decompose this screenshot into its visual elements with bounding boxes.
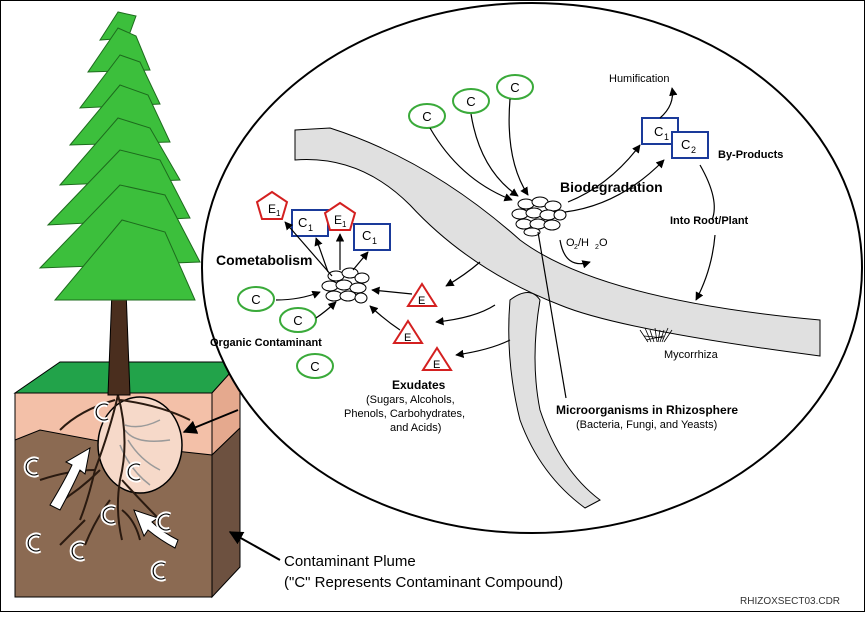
contaminant-oval: C: [452, 88, 490, 114]
contaminant-oval: C: [296, 353, 334, 379]
soil-block: [13, 360, 242, 599]
organic-contaminant-label: Organic Contaminant: [210, 337, 322, 349]
compound-symbol: C: [654, 124, 663, 139]
microbe-cluster-biodegradation: [511, 196, 567, 237]
h2o-subscript: 2: [595, 244, 599, 251]
enzyme-symbol: E: [334, 213, 342, 227]
tree: [38, 11, 201, 396]
contaminant-symbol: C: [251, 292, 260, 307]
h2o-symbol: /H: [578, 237, 589, 249]
exudate-enzyme-triangle: E: [406, 282, 438, 307]
compound-box-c2-biodeg: C 2: [671, 131, 709, 159]
o2-subscript: 2: [574, 244, 578, 251]
microorganisms-title: Microorganisms in Rhizosphere: [556, 403, 738, 417]
microbe-cluster-cometabolism: [321, 267, 370, 304]
tree-roots: [39, 394, 191, 546]
mycorrhiza-label: Mycorrhiza: [664, 349, 719, 361]
enzyme-pentagon: E 1: [255, 190, 289, 220]
contaminant-oval: C: [408, 103, 446, 129]
enzyme-subscript: 1: [276, 209, 281, 218]
uptake-arrow-left: [49, 447, 91, 511]
exudates-line2: Phenols, Carbohydrates,: [344, 408, 465, 420]
enzyme-symbol: E: [404, 332, 411, 344]
mycorrhiza-hairs: [639, 327, 673, 343]
enzyme-subscript: 1: [342, 220, 347, 229]
soil-contaminant-outlines: [25, 403, 171, 580]
biodegradation-label: Biodegradation: [560, 179, 663, 195]
cometabolism-label: Cometabolism: [216, 252, 312, 268]
compound-box-c1-comet-b: C 1: [353, 223, 391, 251]
flow-arrows: [275, 87, 716, 399]
h2o-tail-symbol: O: [599, 237, 608, 249]
tree-trunk: [107, 289, 131, 396]
compound-symbol: C: [681, 137, 690, 152]
zoom-pointer-arrow: [182, 409, 239, 434]
plume-pointer-arrow: [228, 531, 281, 561]
subsoil-side: [211, 426, 241, 599]
enzyme-symbol: E: [418, 295, 425, 307]
enzyme-symbol: E: [268, 202, 276, 216]
compound-subscript: 1: [308, 223, 313, 233]
enzyme-symbol: E: [433, 359, 440, 371]
contaminant-oval: C: [237, 286, 275, 312]
microorganisms-sub: (Bacteria, Fungi, and Yeasts): [576, 419, 717, 431]
into-root-plant-label: Into Root/Plant: [670, 215, 749, 227]
contaminant-symbol: C: [293, 313, 302, 328]
exudates-title: Exudates: [392, 378, 446, 392]
contaminant-symbol: C: [510, 80, 519, 95]
tree-foliage: [38, 11, 201, 301]
contaminant-symbol: C: [310, 359, 319, 374]
by-products-label: By-Products: [718, 149, 783, 161]
o2-symbol: O: [566, 237, 575, 249]
contaminant-symbol: C: [466, 94, 475, 109]
compound-subscript: 2: [691, 145, 696, 155]
compound-symbol: C: [298, 215, 307, 230]
contaminant-oval: C: [496, 74, 534, 100]
file-code-label: RHIZOXSECT03.CDR: [740, 596, 840, 607]
exudates-line3: and Acids): [390, 422, 441, 434]
compound-subscript: 1: [664, 132, 669, 142]
contaminant-oval: C: [279, 307, 317, 333]
plume-label-line1: Contaminant Plume: [284, 553, 416, 570]
enzyme-pentagon: E 1: [323, 201, 357, 231]
compound-symbol: C: [362, 228, 371, 243]
branch-root-band: [508, 292, 601, 509]
contaminant-symbol: C: [422, 109, 431, 124]
exudate-enzyme-triangle: E: [421, 346, 453, 371]
compound-box-c1-comet-a: C 1: [291, 209, 329, 237]
oxygen-water-label: O 2 /H 2 O: [566, 237, 608, 251]
humification-label: Humification: [609, 73, 670, 85]
plume-label-line2: ("C" Represents Contaminant Compound): [284, 574, 563, 591]
compound-subscript: 1: [372, 236, 377, 246]
contaminant-ovals: C C C C C C: [237, 74, 534, 379]
main-root-band: [294, 127, 821, 357]
uptake-arrow-right: [133, 509, 179, 549]
zoom-rootlets: [119, 419, 171, 486]
exudates-line1: (Sugars, Alcohols,: [366, 394, 455, 406]
rhizosphere-zoom-circle: [97, 396, 183, 494]
exudate-enzyme-triangle: E: [392, 319, 424, 344]
